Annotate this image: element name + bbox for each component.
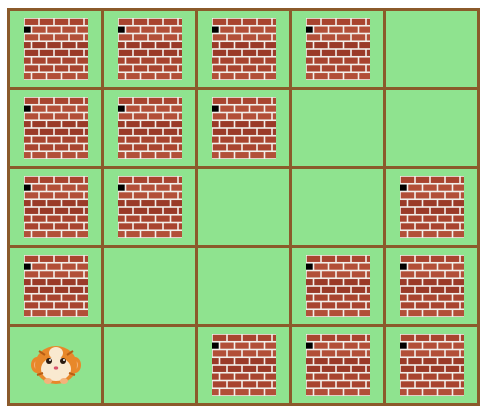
grid-cell-r4-c4[interactable] [386,327,477,403]
grid-cell-r4-c3[interactable] [292,327,383,403]
grid-cell-r0-c2[interactable] [198,11,289,87]
brick-wall-icon [212,334,276,396]
grid-cell-r1-c4[interactable] [386,90,477,166]
grid-cell-r0-c3[interactable] [292,11,383,87]
grid-cell-r3-c1[interactable] [104,248,195,324]
grid-cell-r4-c1[interactable] [104,327,195,403]
brick-wall-icon [118,18,182,80]
grid-cell-r2-c0[interactable] [10,169,101,245]
grid-cell-r3-c0[interactable] [10,248,101,324]
grid-cell-r3-c4[interactable] [386,248,477,324]
hamster-icon [29,339,83,391]
grid-cell-r4-c2[interactable] [198,327,289,403]
grid-cell-r2-c3[interactable] [292,169,383,245]
grid-cell-r0-c4[interactable] [386,11,477,87]
grid-cell-r1-c3[interactable] [292,90,383,166]
brick-wall-icon [400,255,464,317]
grid-cell-r1-c0[interactable] [10,90,101,166]
grid-cell-r0-c1[interactable] [104,11,195,87]
brick-wall-icon [400,334,464,396]
grid-cell-r3-c3[interactable] [292,248,383,324]
brick-wall-icon [24,255,88,317]
brick-wall-icon [306,18,370,80]
brick-wall-icon [212,18,276,80]
brick-wall-icon [24,97,88,159]
brick-wall-icon [24,18,88,80]
brick-wall-icon [306,334,370,396]
brick-wall-icon [400,176,464,238]
brick-wall-icon [118,176,182,238]
brick-wall-icon [24,176,88,238]
grid-cell-r0-c0[interactable] [10,11,101,87]
grid-cell-r3-c2[interactable] [198,248,289,324]
game-board [7,8,480,406]
grid-cell-r1-c2[interactable] [198,90,289,166]
brick-wall-icon [212,97,276,159]
grid-cell-r1-c1[interactable] [104,90,195,166]
brick-wall-icon [306,255,370,317]
grid-cell-r2-c1[interactable] [104,169,195,245]
grid-cell-r2-c2[interactable] [198,169,289,245]
grid-cell-r4-c0[interactable] [10,327,101,403]
grid-cell-r2-c4[interactable] [386,169,477,245]
brick-wall-icon [118,97,182,159]
